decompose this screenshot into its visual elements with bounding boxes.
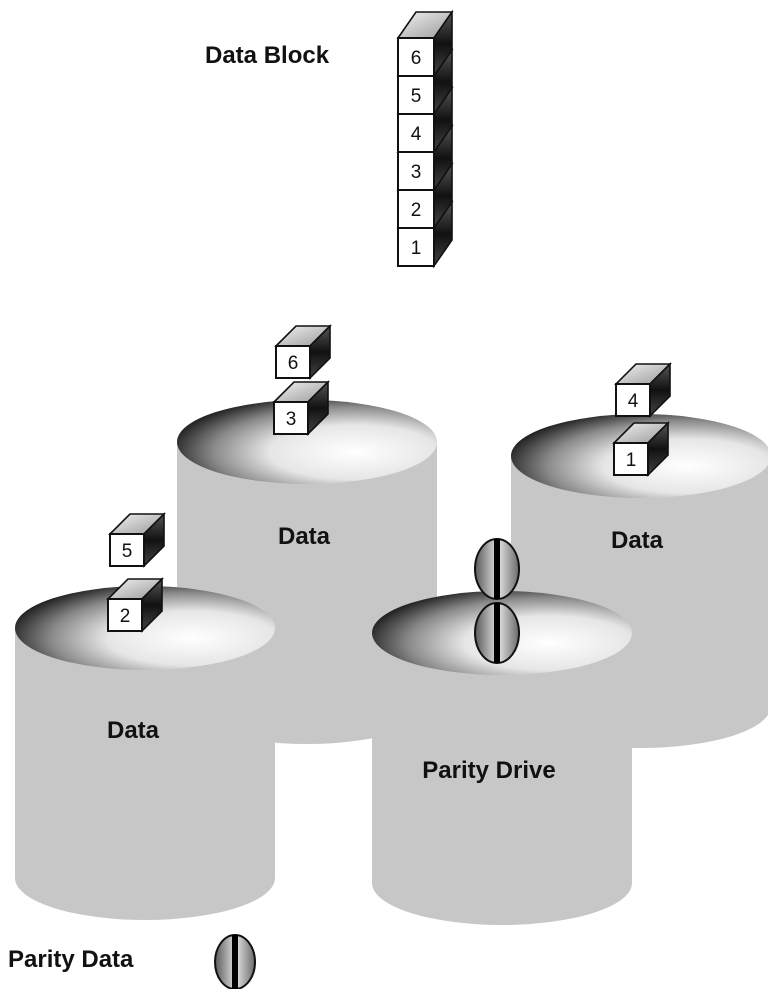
block-number: 6 bbox=[411, 48, 422, 69]
cylinder-body bbox=[15, 628, 275, 920]
block-number: 6 bbox=[288, 353, 299, 374]
data-block: 2 bbox=[106, 577, 164, 633]
cylinder-drive bbox=[372, 591, 632, 925]
block-front-face bbox=[273, 401, 309, 435]
block-number: 5 bbox=[411, 86, 422, 107]
drive-data-left: 2 5 Data bbox=[15, 512, 275, 920]
cylinder-top bbox=[177, 400, 437, 484]
parity-data-icon bbox=[474, 602, 520, 664]
legend: Parity Data bbox=[8, 934, 256, 989]
data-block: 6 bbox=[274, 324, 332, 380]
block-front-face bbox=[613, 442, 649, 476]
drive-label: Data bbox=[107, 717, 160, 744]
block-front-face bbox=[109, 533, 145, 567]
block-number: 3 bbox=[411, 162, 422, 183]
data-block: 5 bbox=[108, 512, 166, 568]
data-block: 3 bbox=[272, 380, 330, 436]
data-block: 1 bbox=[612, 421, 670, 477]
block-front-face bbox=[107, 598, 143, 632]
cylinder-body bbox=[372, 633, 632, 925]
data-block-title: Data Block bbox=[205, 42, 330, 69]
drive-label: Parity Drive bbox=[422, 757, 555, 784]
block-front-face bbox=[615, 383, 651, 417]
legend-label: Parity Data bbox=[8, 946, 134, 973]
data-block: 6 bbox=[396, 9, 454, 79]
block-front-face bbox=[275, 345, 311, 379]
block-number: 5 bbox=[122, 541, 133, 562]
block-number: 4 bbox=[628, 391, 639, 412]
block-number: 1 bbox=[626, 450, 637, 471]
block-number: 1 bbox=[411, 238, 422, 259]
data-block: 4 bbox=[614, 362, 672, 418]
block-number: 4 bbox=[411, 124, 422, 145]
drive-label: Data bbox=[611, 527, 664, 554]
block-front-face bbox=[397, 189, 435, 229]
block-front-face bbox=[397, 37, 435, 77]
block-number: 3 bbox=[286, 409, 297, 430]
cylinder-drive bbox=[15, 586, 275, 920]
parity-data-icon bbox=[474, 538, 520, 600]
parity-data-icon bbox=[214, 934, 256, 989]
block-front-face bbox=[397, 151, 435, 191]
data-block-stack: 1 2 3 4 5 6 bbox=[396, 9, 454, 269]
drive-label: Data bbox=[278, 523, 331, 550]
drive-parity: Parity Drive bbox=[372, 538, 632, 925]
block-number: 2 bbox=[120, 606, 131, 627]
block-number: 2 bbox=[411, 200, 422, 221]
parity-data-icon bbox=[214, 934, 256, 989]
